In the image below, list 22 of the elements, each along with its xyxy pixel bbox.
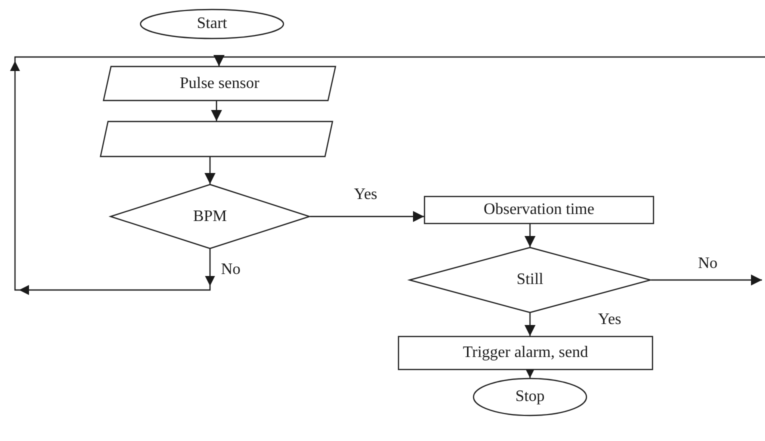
arrow [524, 224, 536, 247]
input-output-box [100, 121, 333, 157]
terminal-oval [140, 9, 284, 39]
arrow [214, 55, 765, 66]
decision-diamond [409, 247, 651, 313]
arrow [204, 157, 216, 184]
node-label: Observation time [484, 201, 594, 219]
node-label: Trigger alarm, send [462, 344, 588, 362]
process-box [424, 196, 654, 224]
arrow [651, 274, 762, 286]
arrow [524, 313, 536, 336]
node-label: BPM [193, 208, 227, 226]
terminal-oval [473, 378, 587, 416]
decision-diamond [110, 184, 310, 249]
node-label: Start [196, 15, 228, 33]
node-label: Still [516, 271, 544, 289]
arrow [211, 101, 222, 121]
node-label: Stop [515, 388, 545, 406]
process-box [398, 336, 653, 370]
arrow [310, 211, 424, 222]
node-label: Pulse sensor [180, 74, 260, 92]
input-output-box [103, 66, 336, 101]
